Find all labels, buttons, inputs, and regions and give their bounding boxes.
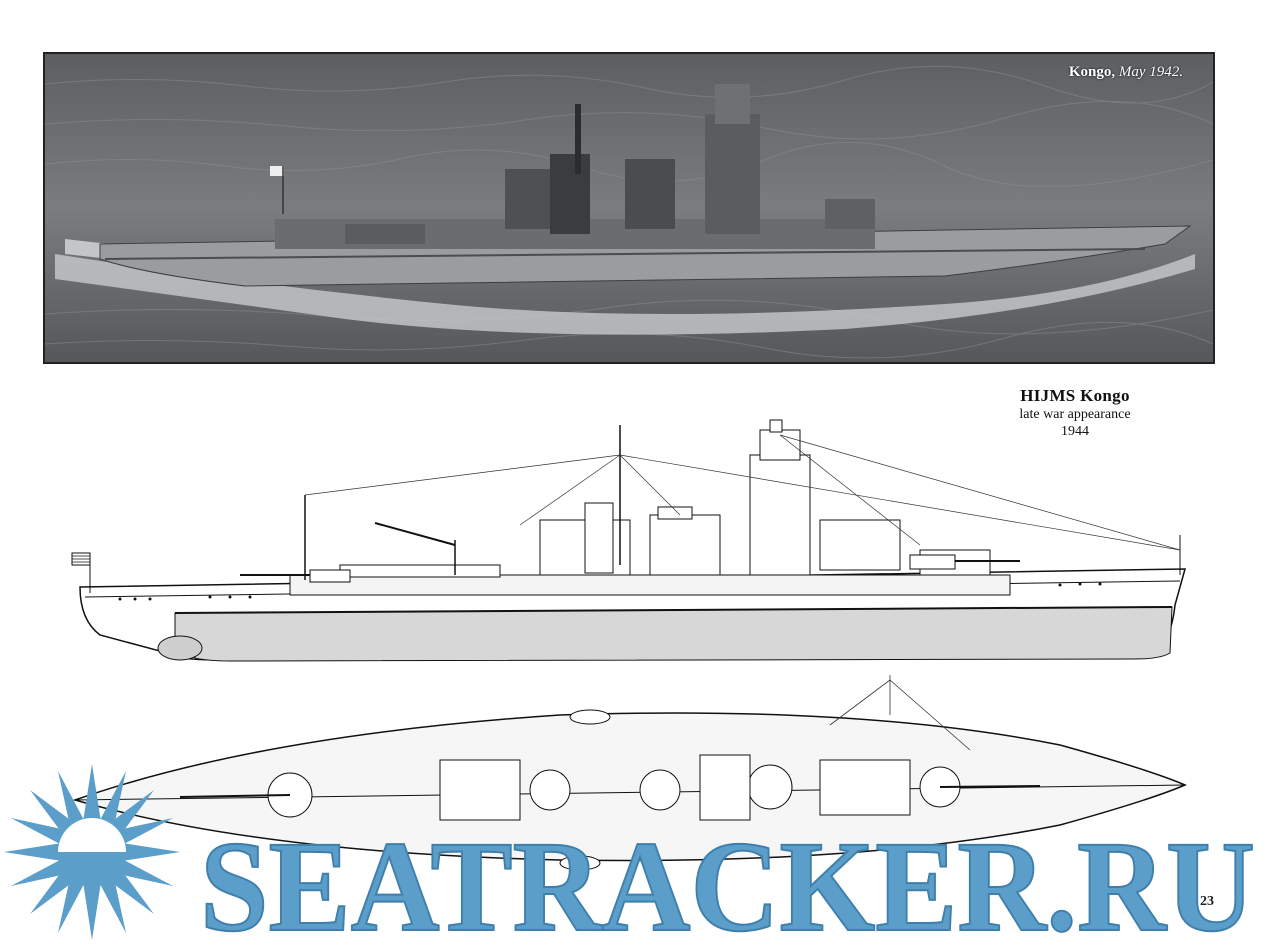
kongo-photograph: Kongo, May 1942. — [43, 52, 1215, 364]
caption-ship-name: Kongo — [1068, 64, 1112, 80]
page-number: 23 — [1200, 894, 1214, 909]
drawing-year: 1944 — [1061, 424, 1089, 439]
drawing-subtitle: late war appearance — [1019, 407, 1131, 422]
sun-logo-icon — [4, 764, 180, 940]
seatracker-watermark: SEATRACKER.RU — [4, 764, 1256, 948]
photo-caption: Kongo, May 1942. — [1068, 64, 1183, 80]
drawing-title: HIJMS Kongo — [1020, 386, 1130, 405]
watermark-text: SEATRACKER.RU — [200, 815, 1255, 948]
caption-date: May 1942. — [1118, 64, 1183, 80]
drawing-title-block: HIJMS Kongo late war appearance 1944 — [1000, 386, 1150, 440]
side-profile-drawing — [71, 419, 1186, 662]
plan-view-drawing — [72, 675, 1187, 871]
photo-image — [45, 54, 1213, 362]
